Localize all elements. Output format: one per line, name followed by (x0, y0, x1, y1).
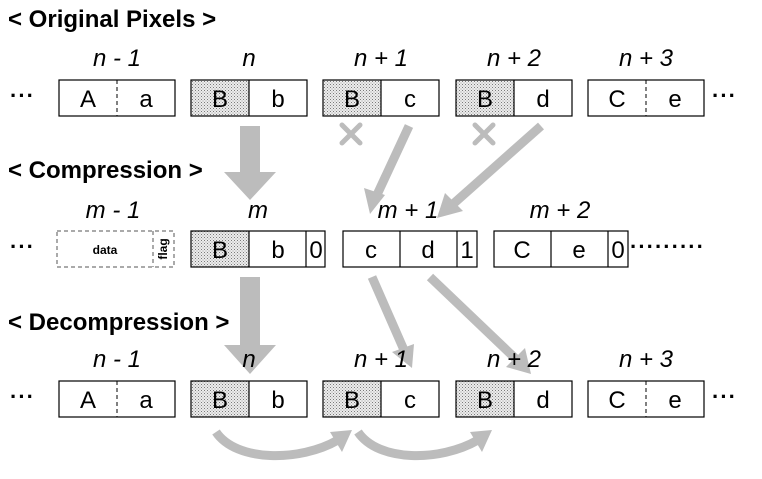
pixel-right-label: c (404, 86, 416, 113)
compression-row: m - 1 m m + 1 m + 2 ··· ········· data f… (10, 197, 705, 268)
ellipsis-right: ··· (712, 83, 737, 108)
arrowhead (364, 188, 385, 214)
pixel-left-label: C (608, 387, 625, 414)
pixel-right-label: c (404, 387, 416, 414)
decompression-row: n - 1 n n + 1 n + 2 n + 3 ··· ··· A a B … (10, 346, 737, 418)
index-label: m (248, 197, 268, 224)
block-left-label: C (513, 237, 530, 264)
block-left-label: c (365, 237, 377, 264)
pixel-cell: B d (455, 380, 573, 418)
placeholder-block: data flag (56, 230, 175, 268)
compressed-block: c d 1 (342, 230, 478, 268)
pixel-cell: B c (322, 380, 440, 418)
block-right-label: b (271, 237, 284, 264)
copy-arrows (212, 429, 492, 460)
cross-mark (472, 122, 496, 146)
block-left-label: B (212, 237, 228, 264)
pixel-left-label: C (608, 86, 625, 113)
ellipsis-right-long: ········· (630, 234, 705, 259)
arrowhead (392, 344, 414, 368)
pixel-right-label: e (668, 387, 681, 414)
down-arrow (224, 126, 276, 200)
placeholder-flag-label: flag (156, 238, 170, 259)
ellipsis-left: ··· (10, 384, 35, 409)
pixel-right-label: b (271, 387, 284, 414)
compress-arrows (224, 122, 544, 218)
pixel-left-label: B (477, 86, 493, 113)
index-label: m + 1 (378, 197, 439, 224)
pixel-cell: B d (455, 79, 573, 117)
decompress-arrows (224, 273, 531, 374)
compressed-block: C e 0 (493, 230, 629, 268)
index-label: n + 1 (354, 346, 408, 373)
index-label: n + 2 (487, 45, 541, 72)
placeholder-data-label: data (93, 243, 118, 257)
arrowhead (330, 430, 352, 452)
section-title-original: < Original Pixels > (8, 6, 216, 33)
pixel-cell: A a (58, 79, 176, 117)
pixel-left-label: B (212, 387, 228, 414)
pixel-cell: B c (322, 79, 440, 117)
arrowhead (506, 348, 531, 374)
index-label: n + 1 (354, 45, 408, 72)
original-row: n - 1 n n + 1 n + 2 n + 3 ··· ··· A a B … (10, 45, 737, 117)
section-title-decompression: < Decompression > (8, 309, 229, 336)
down-arrow (224, 277, 276, 374)
pixel-cell: B b (190, 79, 308, 117)
pixel-right-label: d (536, 387, 549, 414)
index-label: n + 3 (619, 45, 674, 72)
block-flag-label: 0 (611, 237, 624, 264)
index-label: n (242, 346, 255, 373)
pixel-right-label: e (668, 86, 681, 113)
pixel-cell: C e (587, 380, 705, 418)
ellipsis-right: ··· (712, 384, 737, 409)
index-label: n - 1 (93, 45, 141, 72)
pixel-left-label: B (212, 86, 228, 113)
block-right-label: e (572, 237, 585, 264)
index-label: n + 3 (619, 346, 674, 373)
compressed-block: B b 0 (190, 230, 326, 268)
pixel-cell: B b (190, 380, 308, 418)
pixel-left-label: A (80, 86, 96, 113)
curved-arrow (354, 429, 481, 460)
arrowhead (470, 430, 492, 452)
pixel-left-label: B (344, 387, 360, 414)
ellipsis-left: ··· (10, 83, 35, 108)
index-label: n (242, 45, 255, 72)
block-flag-label: 1 (460, 237, 473, 264)
block-right-label: d (421, 237, 434, 264)
pixel-right-label: b (271, 86, 284, 113)
section-title-compression: < Compression > (8, 157, 203, 184)
cross-mark (339, 122, 363, 146)
pixel-cell: C e (587, 79, 705, 117)
block-flag-label: 0 (309, 237, 322, 264)
index-label: m - 1 (86, 197, 141, 224)
pixel-right-label: a (139, 86, 153, 113)
index-label: n - 1 (93, 346, 141, 373)
ellipsis-left: ··· (10, 234, 35, 259)
index-label: m + 2 (530, 197, 591, 224)
arrowhead (437, 193, 463, 218)
index-label: n + 2 (487, 346, 541, 373)
pixel-right-label: d (536, 86, 549, 113)
curved-arrow (212, 429, 341, 460)
pixel-left-label: A (80, 387, 96, 414)
pixel-cell: A a (58, 380, 176, 418)
pixel-left-label: B (477, 387, 493, 414)
pixel-left-label: B (344, 86, 360, 113)
pixel-right-label: a (139, 387, 153, 414)
